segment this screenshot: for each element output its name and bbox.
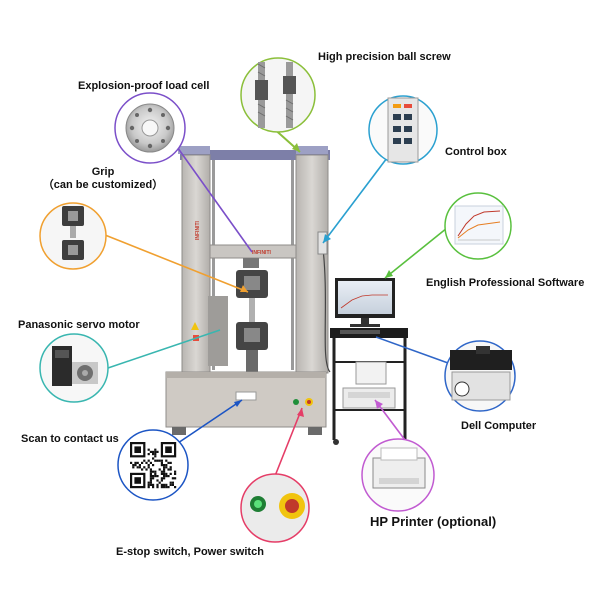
control-box-connector — [322, 157, 388, 244]
printer-label: HP Printer (optional) — [370, 514, 497, 529]
brand-crosshead: INFINITI — [252, 250, 271, 256]
ball-screw-callout — [240, 57, 316, 133]
testing-machine: INFINITI INFINITI — [165, 146, 331, 435]
top-beam — [180, 150, 330, 160]
software-callout — [444, 192, 512, 260]
printer-connector — [374, 399, 406, 441]
switch-callout — [240, 473, 310, 543]
switches-label: E-stop switch, Power switch — [116, 546, 264, 558]
servo-motor-label: Panasonic servo motor — [18, 319, 140, 331]
dell-computer-image — [450, 350, 512, 370]
scan-contact-label: Scan to contact us — [21, 433, 119, 445]
switch-connector — [274, 407, 303, 477]
grip-label: Grip （can be customized） — [28, 166, 178, 191]
control-box-on-column — [317, 231, 328, 255]
load-cell-label: Explosion-proof load cell — [78, 80, 210, 92]
load-cell-connector — [164, 129, 253, 253]
brand-top: INFINITI — [195, 221, 201, 240]
control-box-label: Control box — [445, 146, 507, 158]
ball-screw-label: High precision ball screw — [318, 51, 451, 63]
control-box-image — [387, 97, 419, 163]
software-label: English Professional Software — [426, 277, 585, 289]
grip-label-line2: （can be customized） — [42, 178, 164, 191]
qr-code-image — [130, 442, 177, 489]
computer-desk — [330, 278, 408, 445]
pc-tower — [355, 361, 387, 385]
grip-connector — [104, 234, 249, 293]
grip-callout — [39, 202, 107, 270]
dell-computer-label: Dell Computer — [461, 420, 537, 432]
dell-computer-callout — [444, 340, 516, 412]
software-connector — [384, 227, 448, 279]
load-cell-callout — [114, 92, 186, 164]
servo-motor-callout — [39, 333, 109, 403]
connector-lines — [104, 117, 449, 477]
grip-label-line1: Grip — [91, 166, 115, 178]
computer-connector — [375, 336, 449, 364]
control-box-callout — [368, 95, 438, 165]
servo-connector — [107, 329, 221, 369]
qr-callout — [117, 429, 189, 501]
printer-callout — [361, 438, 435, 512]
right-column — [295, 154, 329, 374]
qr-connector — [174, 399, 243, 446]
